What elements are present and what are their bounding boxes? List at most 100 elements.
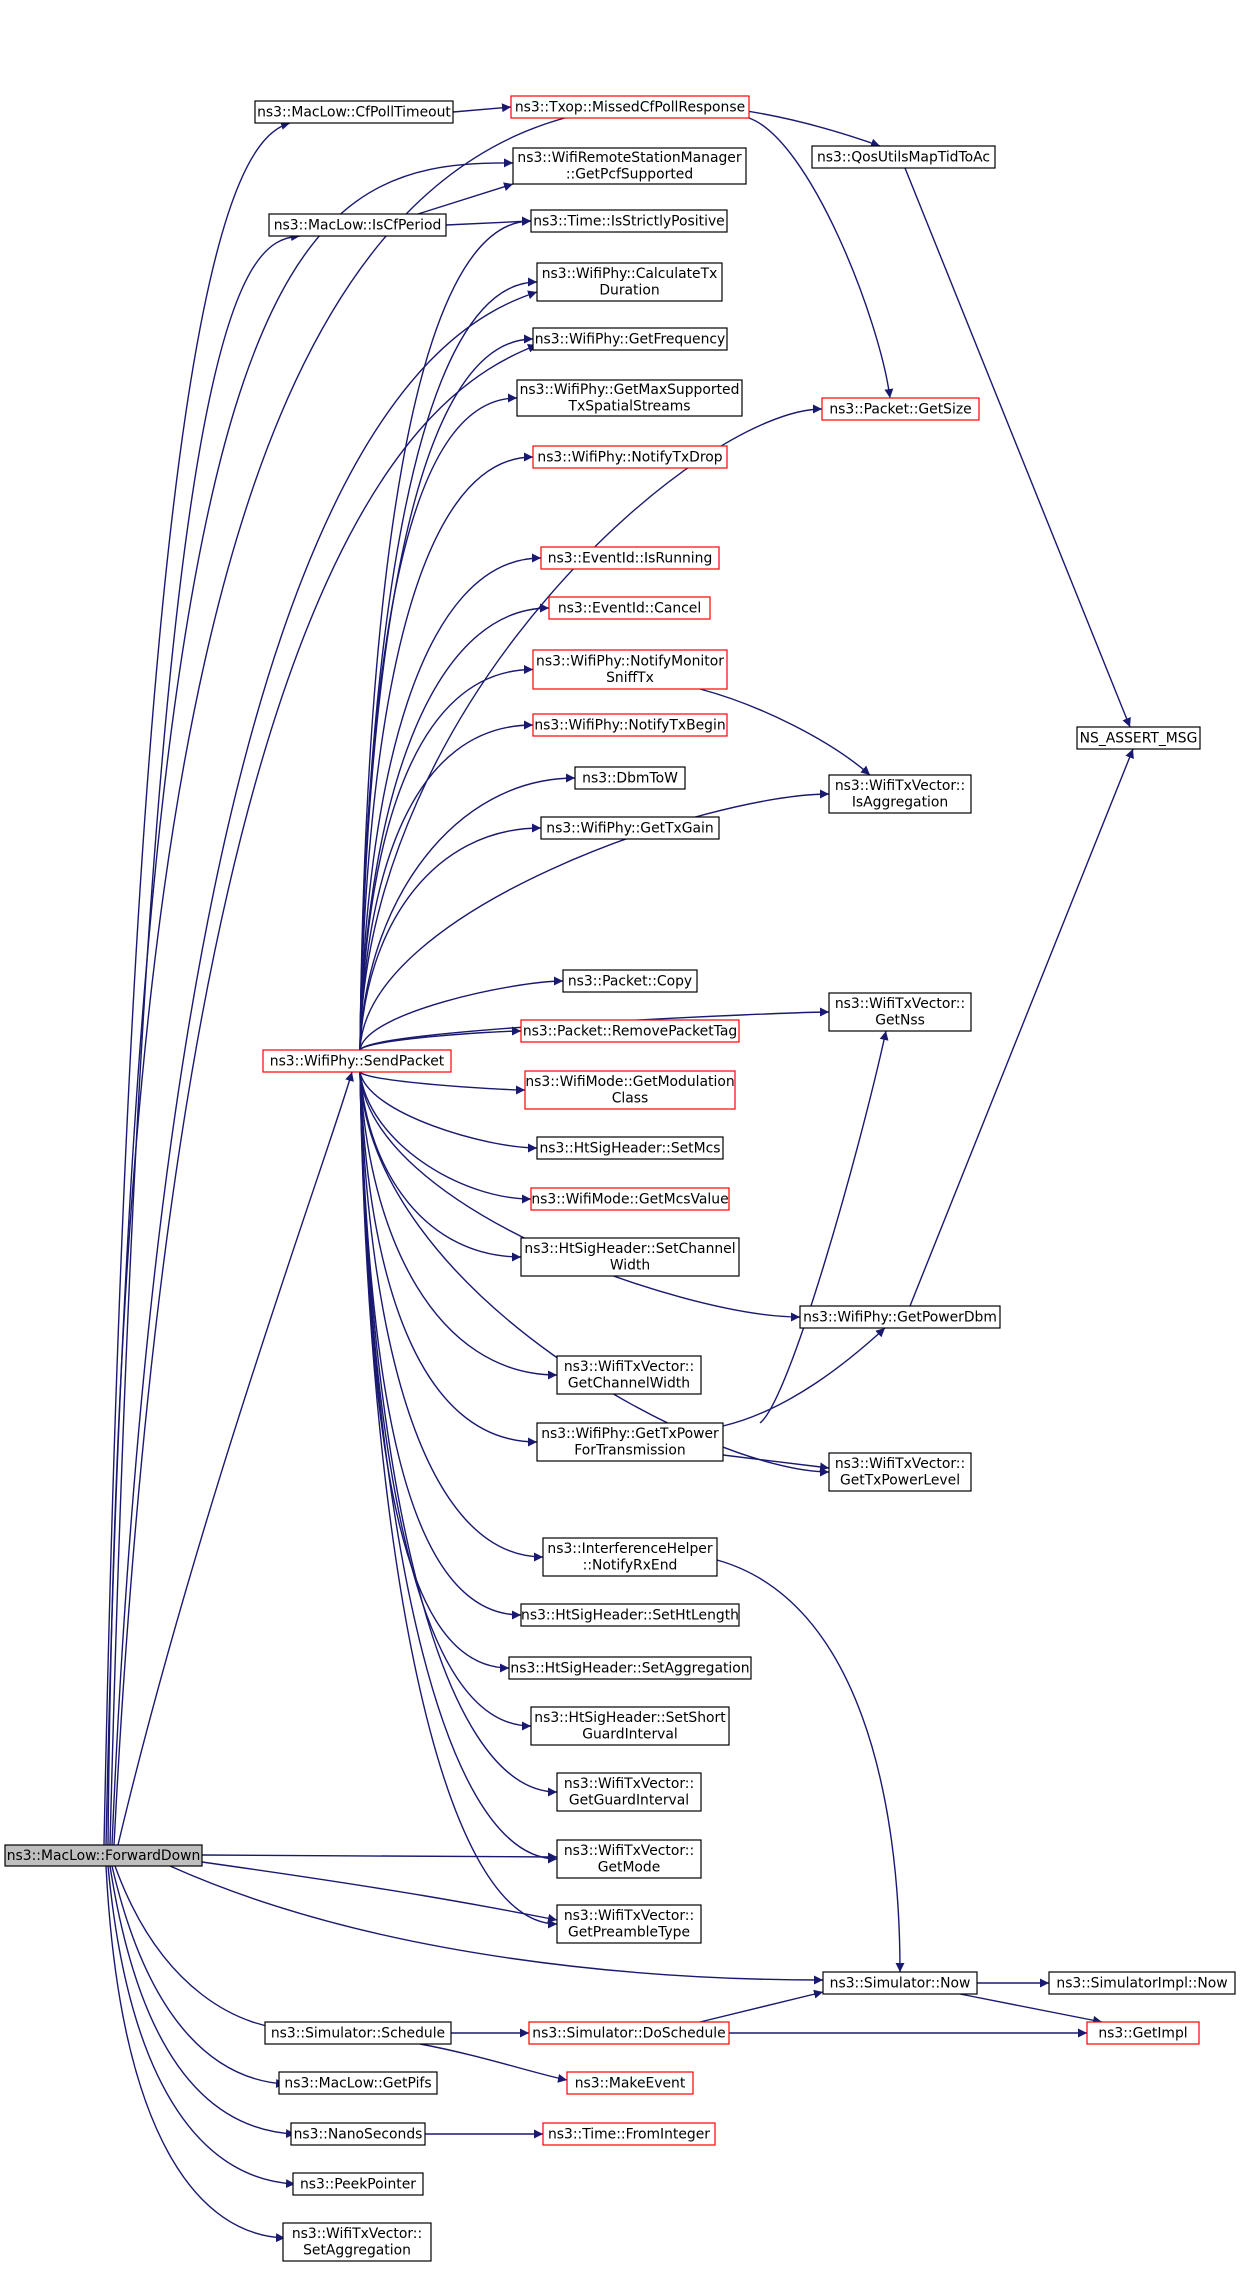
edge-root-to-peekpointer (107, 1865, 296, 2189)
edge-root-to-simnow (169, 1865, 824, 1985)
node-label-line: GetTxPowerLevel (840, 1473, 960, 1489)
node-box (4, 1844, 203, 1867)
node-box (1086, 2021, 1200, 2045)
node-label-line: ns3::WifiTxVector:: (564, 1359, 694, 1375)
edge-root-to-cfpolltimeout (103, 121, 291, 1846)
node-label-line: ns3::WifiPhy::GetTxPower (541, 1426, 719, 1442)
node-box (516, 379, 743, 417)
node-nanoseconds[interactable]: ns3::NanoSeconds (290, 2122, 426, 2146)
node-gettxpowerlevel[interactable]: ns3::WifiTxVector::GetTxPowerLevel (828, 1452, 972, 1492)
node-dbmtow[interactable]: ns3::DbmToW (574, 766, 686, 790)
node-label-line: ns3::HtSigHeader::SetAggregation (510, 1660, 749, 1676)
node-removetag[interactable]: ns3::Packet::RemovePacketTag (520, 1019, 740, 1043)
node-simnow[interactable]: ns3::Simulator::Now (822, 1971, 978, 1995)
node-label-line: ForTransmission (574, 1443, 685, 1459)
node-getmaxss[interactable]: ns3::WifiPhy::GetMaxSupportedTxSpatialSt… (516, 379, 743, 417)
node-simimplnow[interactable]: ns3::SimulatorImpl::Now (1048, 1971, 1236, 1995)
edge-sendpacket-to-notifytxdrop (359, 452, 534, 1051)
node-label-line: IsAggregation (852, 795, 948, 811)
node-box (536, 1422, 724, 1462)
node-strictlypos[interactable]: ns3::Time::IsStrictlyPositive (530, 209, 728, 233)
node-getpowerdbm[interactable]: ns3::WifiPhy::GetPowerDbm (799, 1305, 1001, 1329)
node-notifyrxend[interactable]: ns3::InterferenceHelper::NotifyRxEnd (542, 1537, 718, 1577)
node-sethtlength[interactable]: ns3::HtSigHeader::SetHtLength (520, 1603, 740, 1627)
edge-doschedule-to-simnow (699, 1989, 824, 2023)
node-isrunning[interactable]: ns3::EventId::IsRunning (540, 546, 720, 570)
node-isaggregation[interactable]: ns3::WifiTxVector::IsAggregation (828, 774, 972, 814)
node-label-line: ns3::MakeEvent (575, 2075, 686, 2091)
edge-sendpacket-to-setmcs (359, 1071, 538, 1153)
node-getnss[interactable]: ns3::WifiTxVector::GetNss (828, 992, 972, 1032)
node-label-line: ns3::WifiTxVector:: (835, 778, 965, 794)
node-copy[interactable]: ns3::Packet::Copy (562, 969, 698, 993)
node-cfpolltimeout[interactable]: ns3::MacLow::CfPollTimeout (254, 100, 454, 124)
node-box (574, 766, 686, 790)
node-notifytxbegin[interactable]: ns3::WifiPhy::NotifyTxBegin (532, 713, 728, 737)
node-label-line: ns3::WifiPhy::NotifyMonitor (536, 654, 724, 670)
node-box (254, 100, 454, 124)
node-label-line: ns3::GetImpl (1098, 2025, 1187, 2041)
node-getchanwidth[interactable]: ns3::WifiTxVector::GetChannelWidth (556, 1355, 702, 1395)
node-root[interactable]: ns3::MacLow::ForwardDown (4, 1844, 203, 1867)
node-frominteger[interactable]: ns3::Time::FromInteger (542, 2122, 716, 2146)
node-peekpointer[interactable]: ns3::PeekPointer (292, 2172, 424, 2196)
node-setaggregation_h[interactable]: ns3::HtSigHeader::SetAggregation (508, 1656, 752, 1680)
edge-notifyrxend-to-simnow (716, 1559, 905, 1973)
node-getpreamble[interactable]: ns3::WifiTxVector::GetPreambleType (556, 1904, 702, 1944)
edge-gettxpower-to-gettxpowerlevel (722, 1454, 830, 1472)
node-box (562, 969, 698, 993)
node-label-line: ns3::WifiPhy::CalculateTx (542, 266, 718, 282)
node-getsize[interactable]: ns3::Packet::GetSize (821, 397, 980, 421)
node-getfreq[interactable]: ns3::WifiPhy::GetFrequency (532, 327, 728, 351)
node-sendpacket[interactable]: ns3::WifiPhy::SendPacket (262, 1049, 452, 1073)
node-box (290, 2122, 426, 2146)
edge-sendpacket-to-getfreq (359, 334, 534, 1051)
node-missedcfpoll[interactable]: ns3::Txop::MissedCfPollResponse (510, 95, 750, 119)
node-notifytxdrop[interactable]: ns3::WifiPhy::NotifyTxDrop (532, 445, 728, 469)
node-box (282, 2222, 432, 2262)
node-box (264, 2021, 452, 2045)
edge-iscfperiod-to-getpcf (417, 182, 514, 215)
node-makeevent[interactable]: ns3::MakeEvent (566, 2071, 694, 2095)
node-label-line: ns3::Simulator::DoSchedule (532, 2025, 725, 2041)
node-qosutils[interactable]: ns3::QosUtilsMapTidToAc (811, 145, 996, 169)
node-box (556, 1355, 702, 1395)
node-box (1048, 1971, 1236, 1995)
node-nsassert[interactable]: NS_ASSERT_MSG (1076, 726, 1201, 750)
edge-sendpacket-to-getgi (359, 1071, 558, 1797)
node-box (811, 145, 996, 169)
node-label-line: ns3::PeekPointer (300, 2176, 416, 2192)
edge-notifymon-to-isaggregation (699, 688, 871, 776)
edge-sendpacket-to-getpreamble (359, 1071, 558, 1929)
node-getpifs[interactable]: ns3::MacLow::GetPifs (278, 2071, 438, 2095)
node-gettxgain[interactable]: ns3::WifiPhy::GetTxGain (540, 816, 720, 840)
edge-sendpacket-to-copy (359, 976, 564, 1051)
node-doschedule[interactable]: ns3::Simulator::DoSchedule (528, 2021, 730, 2045)
edge-sendpacket-to-getmode (359, 1071, 558, 1864)
node-iscfperiod[interactable]: ns3::MacLow::IsCfPeriod (268, 213, 447, 237)
node-getpcf[interactable]: ns3::WifiRemoteStationManager::GetPcfSup… (512, 147, 747, 185)
node-label-line: ns3::WifiPhy::GetTxGain (546, 820, 713, 836)
edge-cfpolltimeout-to-missedcfpoll (452, 103, 512, 113)
node-setaggregation_v[interactable]: ns3::WifiTxVector::SetAggregation (282, 2222, 432, 2262)
node-label-line: SniffTx (606, 670, 654, 686)
node-getmcsvalue[interactable]: ns3::WifiMode::GetMcsValue (530, 1187, 730, 1211)
node-getmode[interactable]: ns3::WifiTxVector::GetMode (556, 1839, 702, 1879)
node-getimpl[interactable]: ns3::GetImpl (1086, 2021, 1200, 2045)
node-box (520, 1019, 740, 1043)
node-label-line: Duration (599, 283, 659, 299)
node-cancel[interactable]: ns3::EventId::Cancel (548, 596, 711, 620)
edge-root-to-getfreq (113, 344, 538, 1846)
edge-sendpacket-to-getmaxss (359, 393, 518, 1051)
node-simschedule[interactable]: ns3::Simulator::Schedule (264, 2021, 452, 2045)
node-label-line: ns3::EventId::Cancel (558, 600, 701, 616)
node-setmcs[interactable]: ns3::HtSigHeader::SetMcs (536, 1136, 724, 1160)
node-box (512, 147, 747, 185)
node-getgi[interactable]: ns3::WifiTxVector::GetGuardInterval (556, 1772, 702, 1812)
